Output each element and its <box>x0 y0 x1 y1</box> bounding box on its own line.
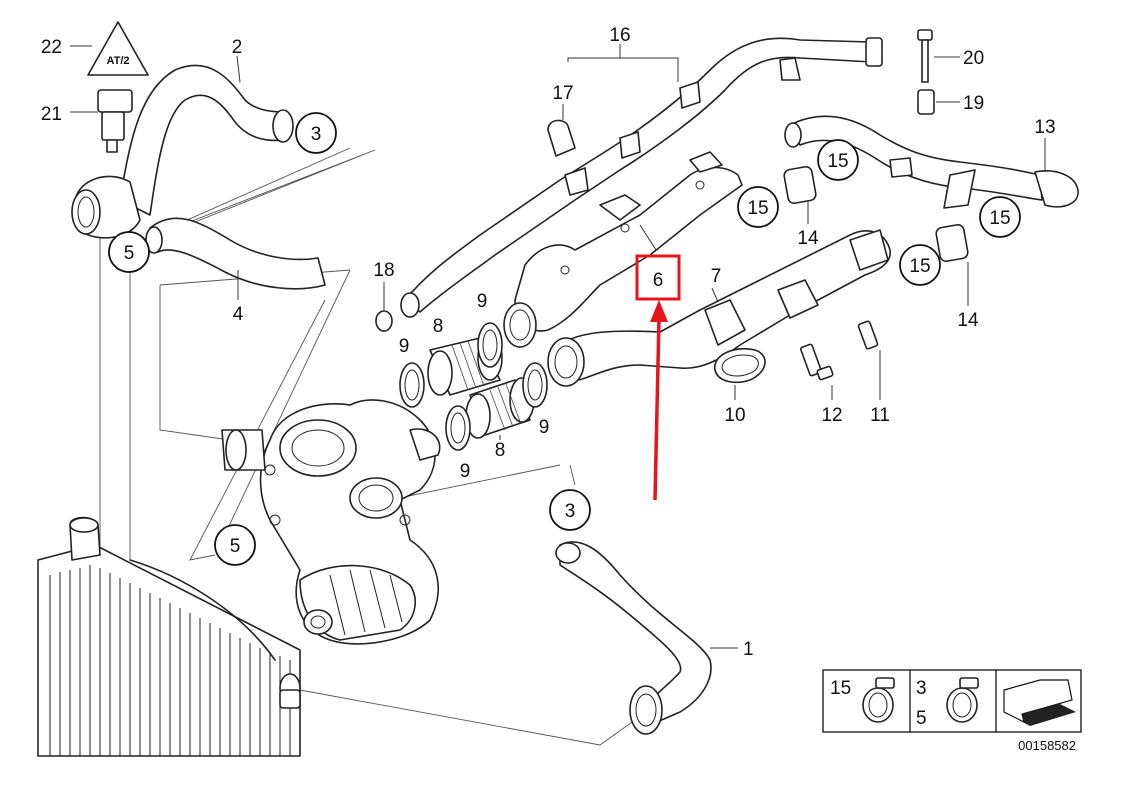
callout-15-a: 15 <box>817 139 859 181</box>
warning-symbol-text: AT/2 <box>106 55 129 67</box>
label-6: 6 <box>653 270 664 291</box>
label-2: 2 <box>232 37 243 58</box>
label-22: 22 <box>41 37 62 58</box>
label-18: 18 <box>373 260 394 281</box>
legend-label-5: 5 <box>916 708 927 729</box>
label-1: 1 <box>743 639 754 660</box>
label-8-b: 8 <box>495 440 506 461</box>
label-10: 10 <box>724 405 745 426</box>
bolt-part-20 <box>917 29 960 83</box>
callout-3-upper: 3 <box>295 112 337 154</box>
sleeve-part-14-upper <box>783 165 817 224</box>
label-8-a: 8 <box>433 316 444 337</box>
clamp-legend: 15 3 5 <box>822 669 1082 733</box>
coolant-manifold-part-7 <box>547 229 891 387</box>
gasket-part-10 <box>714 348 766 400</box>
coolant-manifold-part-6 <box>503 151 743 348</box>
label-17: 17 <box>552 83 573 104</box>
warning-symbol: AT/2 <box>70 21 149 76</box>
label-5-upper: 5 <box>124 243 135 264</box>
label-9-b: 9 <box>399 336 410 357</box>
label-15-c: 15 <box>989 208 1010 229</box>
temperature-sensor <box>70 89 133 153</box>
label-4: 4 <box>233 304 244 325</box>
callout-15-d: 15 <box>899 244 941 286</box>
part-numbers: 22 21 2 4 16 17 20 19 13 14 14 18 6 7 9 … <box>41 25 1056 660</box>
hose-part-4 <box>145 217 326 300</box>
clip-part-17 <box>547 104 576 157</box>
label-15-a: 15 <box>827 151 848 172</box>
bolt-part-12 <box>799 343 834 400</box>
label-15-d: 15 <box>909 256 930 277</box>
legend-label-15: 15 <box>830 678 851 699</box>
sleeve-part-8-lower <box>465 377 535 440</box>
label-20: 20 <box>963 48 984 69</box>
callout-15-c: 15 <box>979 196 1021 238</box>
hose-clamp-icon <box>862 677 895 723</box>
label-11: 11 <box>870 405 890 426</box>
hose-clamp-icon-2 <box>946 677 979 723</box>
highlight-marker <box>635 254 681 501</box>
water-pump <box>221 399 441 645</box>
legend-label-3: 3 <box>916 678 927 699</box>
diagram-number: 00158582 <box>1018 738 1076 753</box>
hose-part-2 <box>119 55 294 216</box>
callout-3-lower: 3 <box>549 489 591 531</box>
label-7: 7 <box>711 266 722 287</box>
radiator <box>37 516 301 757</box>
label-3-lower: 3 <box>565 501 576 522</box>
callout-5-lower: 5 <box>214 524 256 566</box>
callout-5-upper: 5 <box>108 231 150 273</box>
hose-junction <box>71 175 141 239</box>
legend-arrow-icon <box>1003 679 1076 726</box>
label-12: 12 <box>821 405 842 426</box>
label-19: 19 <box>963 93 984 114</box>
callout-15-b: 15 <box>737 186 779 228</box>
label-5-lower: 5 <box>230 536 241 557</box>
pipe-part-16 <box>400 37 883 318</box>
orings-part-9 <box>399 322 548 451</box>
sleeve-part-19 <box>917 89 960 115</box>
label-14-a: 14 <box>797 228 819 249</box>
label-16: 16 <box>609 25 630 46</box>
pipe-part-13 <box>784 115 1079 209</box>
label-9-a: 9 <box>477 291 488 312</box>
oring-part-18 <box>375 282 393 332</box>
sleeve-part-14-lower <box>935 223 969 306</box>
label-14-b: 14 <box>957 310 979 331</box>
bolt-part-11 <box>857 320 881 400</box>
hose-part-1 <box>555 541 738 735</box>
label-13: 13 <box>1034 117 1055 138</box>
label-9-d: 9 <box>460 461 471 482</box>
label-21: 21 <box>41 104 62 125</box>
label-9-c: 9 <box>539 417 550 438</box>
label-3-upper: 3 <box>311 124 322 145</box>
label-15-b: 15 <box>747 198 768 219</box>
